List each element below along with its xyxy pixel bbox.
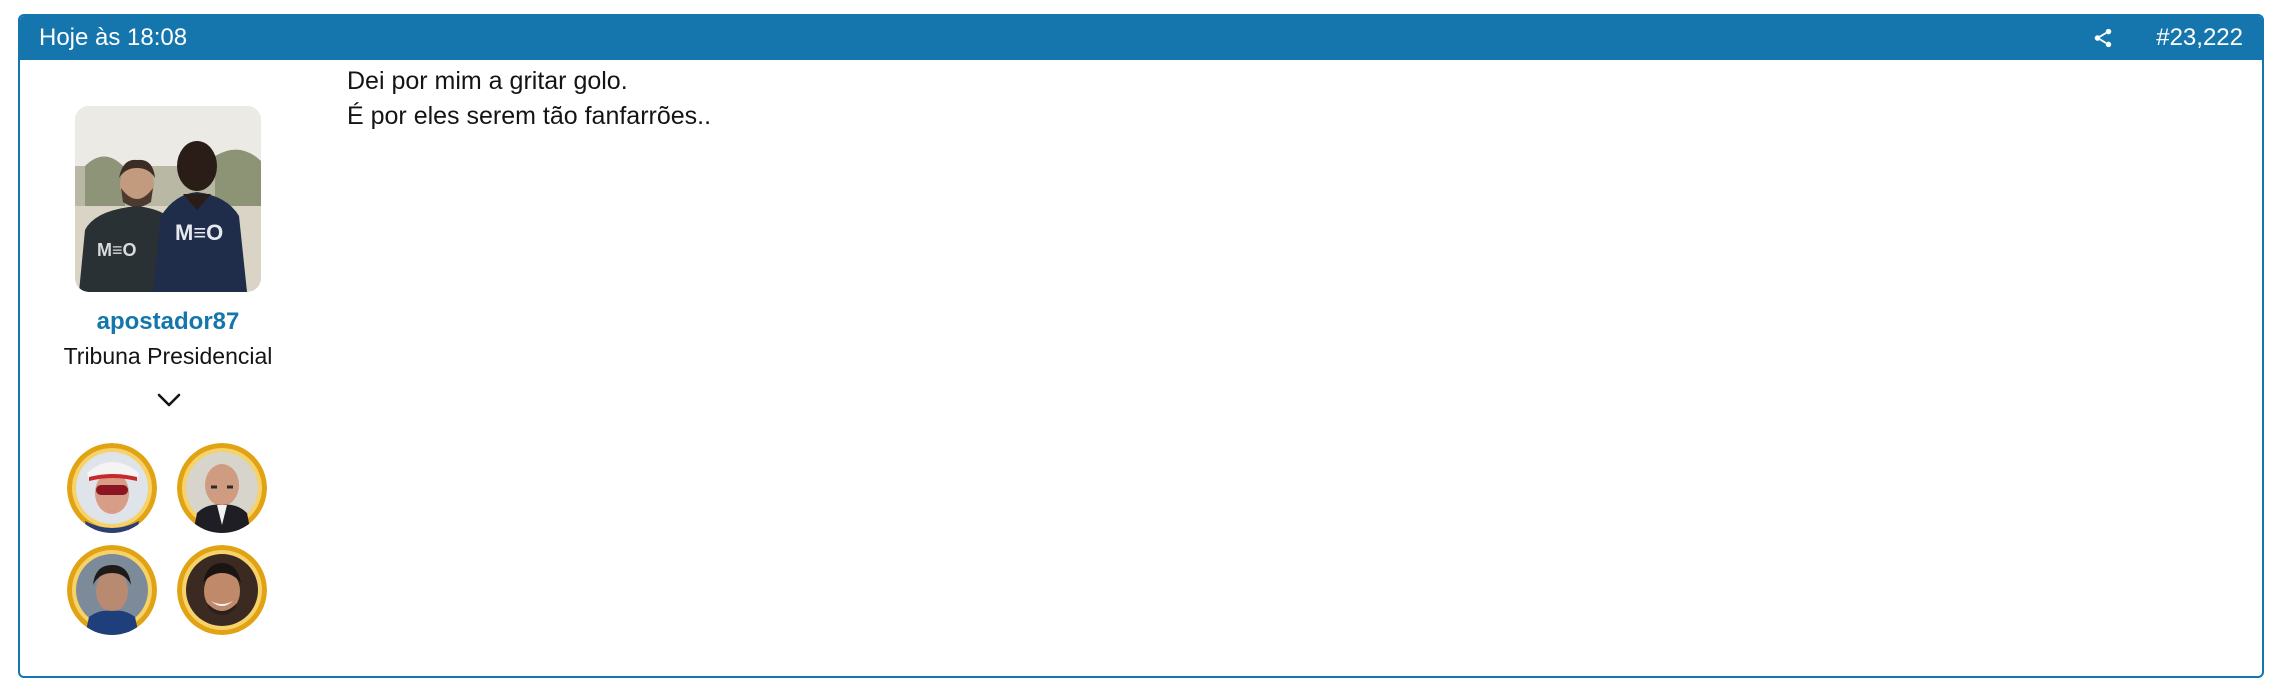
chevron-down-icon[interactable] [156, 392, 182, 408]
forum-post: Hoje às 18:08 #23,222 M≡O M≡ [18, 14, 2264, 678]
trophy-badge-3[interactable] [67, 545, 157, 635]
trophy-badge-4[interactable] [177, 545, 267, 635]
post-number-link[interactable]: #23,222 [2156, 24, 2243, 51]
trophy-badge-1[interactable] [67, 443, 157, 533]
share-icon[interactable] [2092, 27, 2114, 49]
message-line: Dei por mim a gritar golo. [347, 67, 628, 95]
post-message: Dei por mim a gritar golo. É por eles se… [347, 64, 711, 134]
trophy-badge-2[interactable] [177, 443, 267, 533]
message-line: É por eles serem tão fanfarrões.. [347, 102, 712, 130]
avatar[interactable]: M≡O M≡O [75, 106, 261, 292]
user-info: M≡O M≡O apostador87 Tribuna Presidencial [20, 60, 316, 676]
svg-text:M≡O: M≡O [97, 240, 137, 260]
svg-text:M≡O: M≡O [175, 220, 223, 245]
post-date[interactable]: Hoje às 18:08 [39, 24, 188, 51]
post-header: Hoje às 18:08 #23,222 [20, 16, 2262, 60]
user-title: Tribuna Presidencial [63, 343, 273, 369]
username-link[interactable]: apostador87 [96, 308, 240, 335]
